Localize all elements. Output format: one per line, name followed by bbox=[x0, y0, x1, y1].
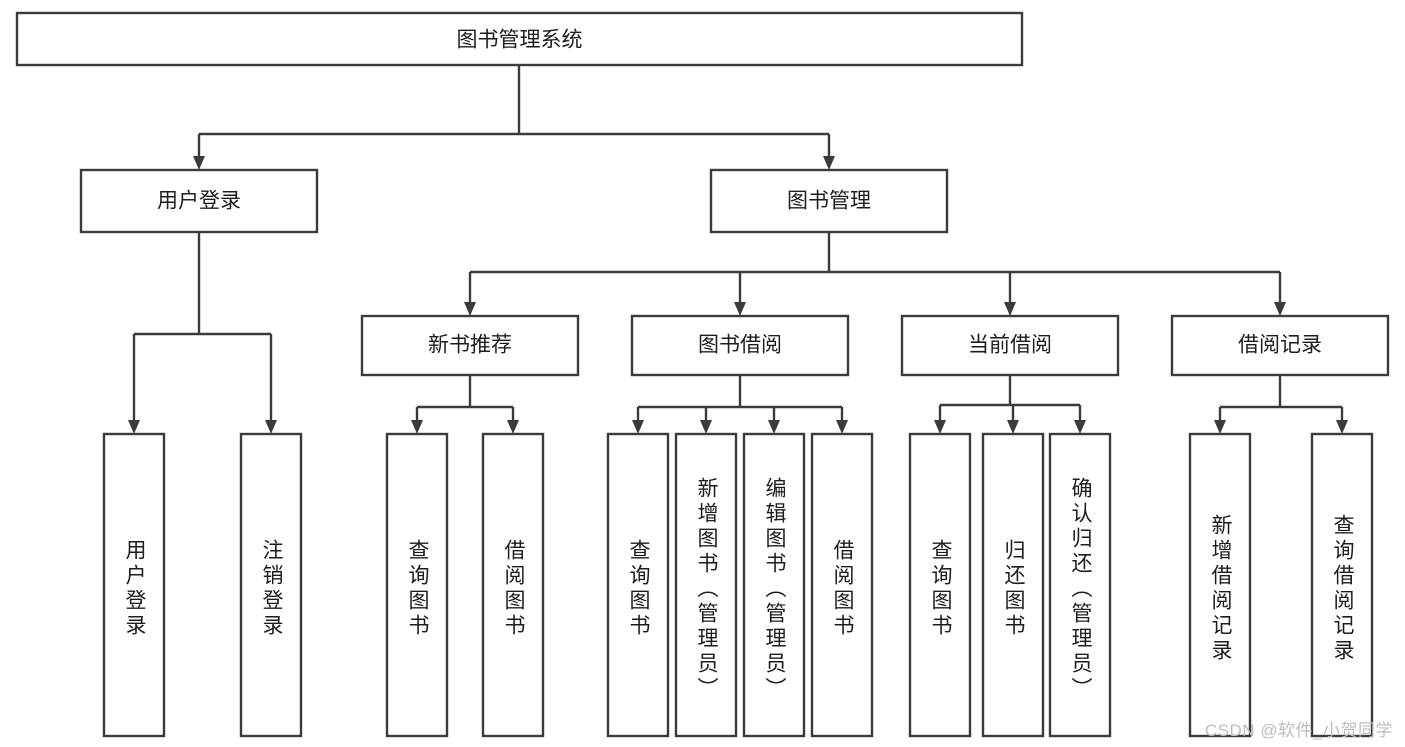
arrow-to-leaf-query-book-1 bbox=[411, 420, 423, 434]
edge-group-user-login-to-leaves bbox=[128, 232, 277, 434]
node-root-label: 图书管理系统 bbox=[457, 29, 583, 52]
leaf-add-book-box[interactable] bbox=[674, 432, 738, 738]
arrow-to-leaf-add-book bbox=[700, 420, 712, 434]
leaf-query-record-box[interactable] bbox=[1310, 432, 1374, 738]
node-new-book-rec[interactable]: 新书推荐 bbox=[360, 314, 580, 377]
leaf-borrow-book-1-box[interactable] bbox=[481, 432, 545, 738]
node-current-borrow-box[interactable] bbox=[900, 314, 1120, 377]
arrow-to-leaf-query-book-3 bbox=[934, 420, 946, 434]
leaf-edit-book-box[interactable] bbox=[742, 432, 806, 738]
edge-group-current-borrow-to-leaves bbox=[934, 375, 1086, 434]
edge-group-new-book-rec-to-leaves bbox=[411, 375, 519, 434]
arrow-to-book-manage bbox=[823, 156, 835, 170]
leaf-query-book-2-box[interactable] bbox=[606, 432, 670, 738]
arrow-to-current-borrow bbox=[1004, 302, 1016, 316]
node-borrow-record[interactable]: 借阅记录 bbox=[1170, 314, 1390, 377]
node-root-box[interactable] bbox=[15, 11, 1024, 67]
node-book-borrow[interactable]: 图书借阅 bbox=[630, 314, 850, 377]
arrow-to-leaf-borrow-book-1 bbox=[507, 420, 519, 434]
leaf-return-book-box[interactable] bbox=[981, 432, 1045, 738]
arrow-to-leaf-confirm-return bbox=[1074, 420, 1086, 434]
arrow-to-leaf-query-book-2 bbox=[632, 420, 644, 434]
arrow-to-leaf-user-login bbox=[128, 420, 140, 434]
arrow-to-user-login bbox=[193, 156, 205, 170]
leaf-query-book-1-box[interactable] bbox=[385, 432, 449, 738]
leaf-query-book-3-box[interactable] bbox=[908, 432, 972, 738]
arrow-to-leaf-edit-book bbox=[768, 420, 780, 434]
arrow-to-leaf-logout bbox=[265, 420, 277, 434]
node-user-login-box[interactable] bbox=[79, 168, 319, 234]
arrow-to-book-borrow bbox=[734, 302, 746, 316]
node-book-manage-box[interactable] bbox=[709, 168, 949, 234]
edge-group-book-borrow-to-leaves bbox=[632, 375, 848, 434]
node-book-manage[interactable]: 图书管理 bbox=[709, 168, 949, 234]
node-user-login-label: 用户登录 bbox=[157, 190, 241, 213]
leaf-logout-box[interactable] bbox=[239, 432, 303, 738]
leaf-user-login-box[interactable] bbox=[102, 432, 166, 738]
leaf-confirm-return-box[interactable] bbox=[1048, 432, 1112, 738]
node-book-borrow-box[interactable] bbox=[630, 314, 850, 377]
leaf-box-group bbox=[102, 432, 1374, 738]
node-borrow-record-label: 借阅记录 bbox=[1238, 334, 1322, 357]
leaf-add-record-box[interactable] bbox=[1188, 432, 1252, 738]
arrow-to-leaf-return-book bbox=[1007, 420, 1019, 434]
node-current-borrow[interactable]: 当前借阅 bbox=[900, 314, 1120, 377]
node-user-login[interactable]: 用户登录 bbox=[79, 168, 319, 234]
node-root[interactable]: 图书管理系统 bbox=[15, 11, 1024, 67]
arrow-to-new-book-rec bbox=[464, 302, 476, 316]
edge-group-book-manage-to-level3 bbox=[464, 232, 1286, 316]
node-new-book-rec-label: 新书推荐 bbox=[428, 334, 512, 357]
edge-group-borrow-record-to-leaves bbox=[1214, 375, 1348, 434]
arrow-to-borrow-record bbox=[1274, 302, 1286, 316]
node-book-manage-label: 图书管理 bbox=[787, 190, 871, 213]
node-borrow-record-box[interactable] bbox=[1170, 314, 1390, 377]
arrow-to-leaf-query-record bbox=[1336, 420, 1348, 434]
node-current-borrow-label: 当前借阅 bbox=[968, 334, 1052, 357]
edge-group-root-to-level2 bbox=[193, 65, 835, 170]
arrow-to-leaf-borrow-book-2 bbox=[836, 420, 848, 434]
arrow-to-leaf-add-record bbox=[1214, 420, 1226, 434]
node-new-book-rec-box[interactable] bbox=[360, 314, 580, 377]
node-book-borrow-label: 图书借阅 bbox=[698, 334, 782, 357]
leaf-borrow-book-2-box[interactable] bbox=[810, 432, 874, 738]
